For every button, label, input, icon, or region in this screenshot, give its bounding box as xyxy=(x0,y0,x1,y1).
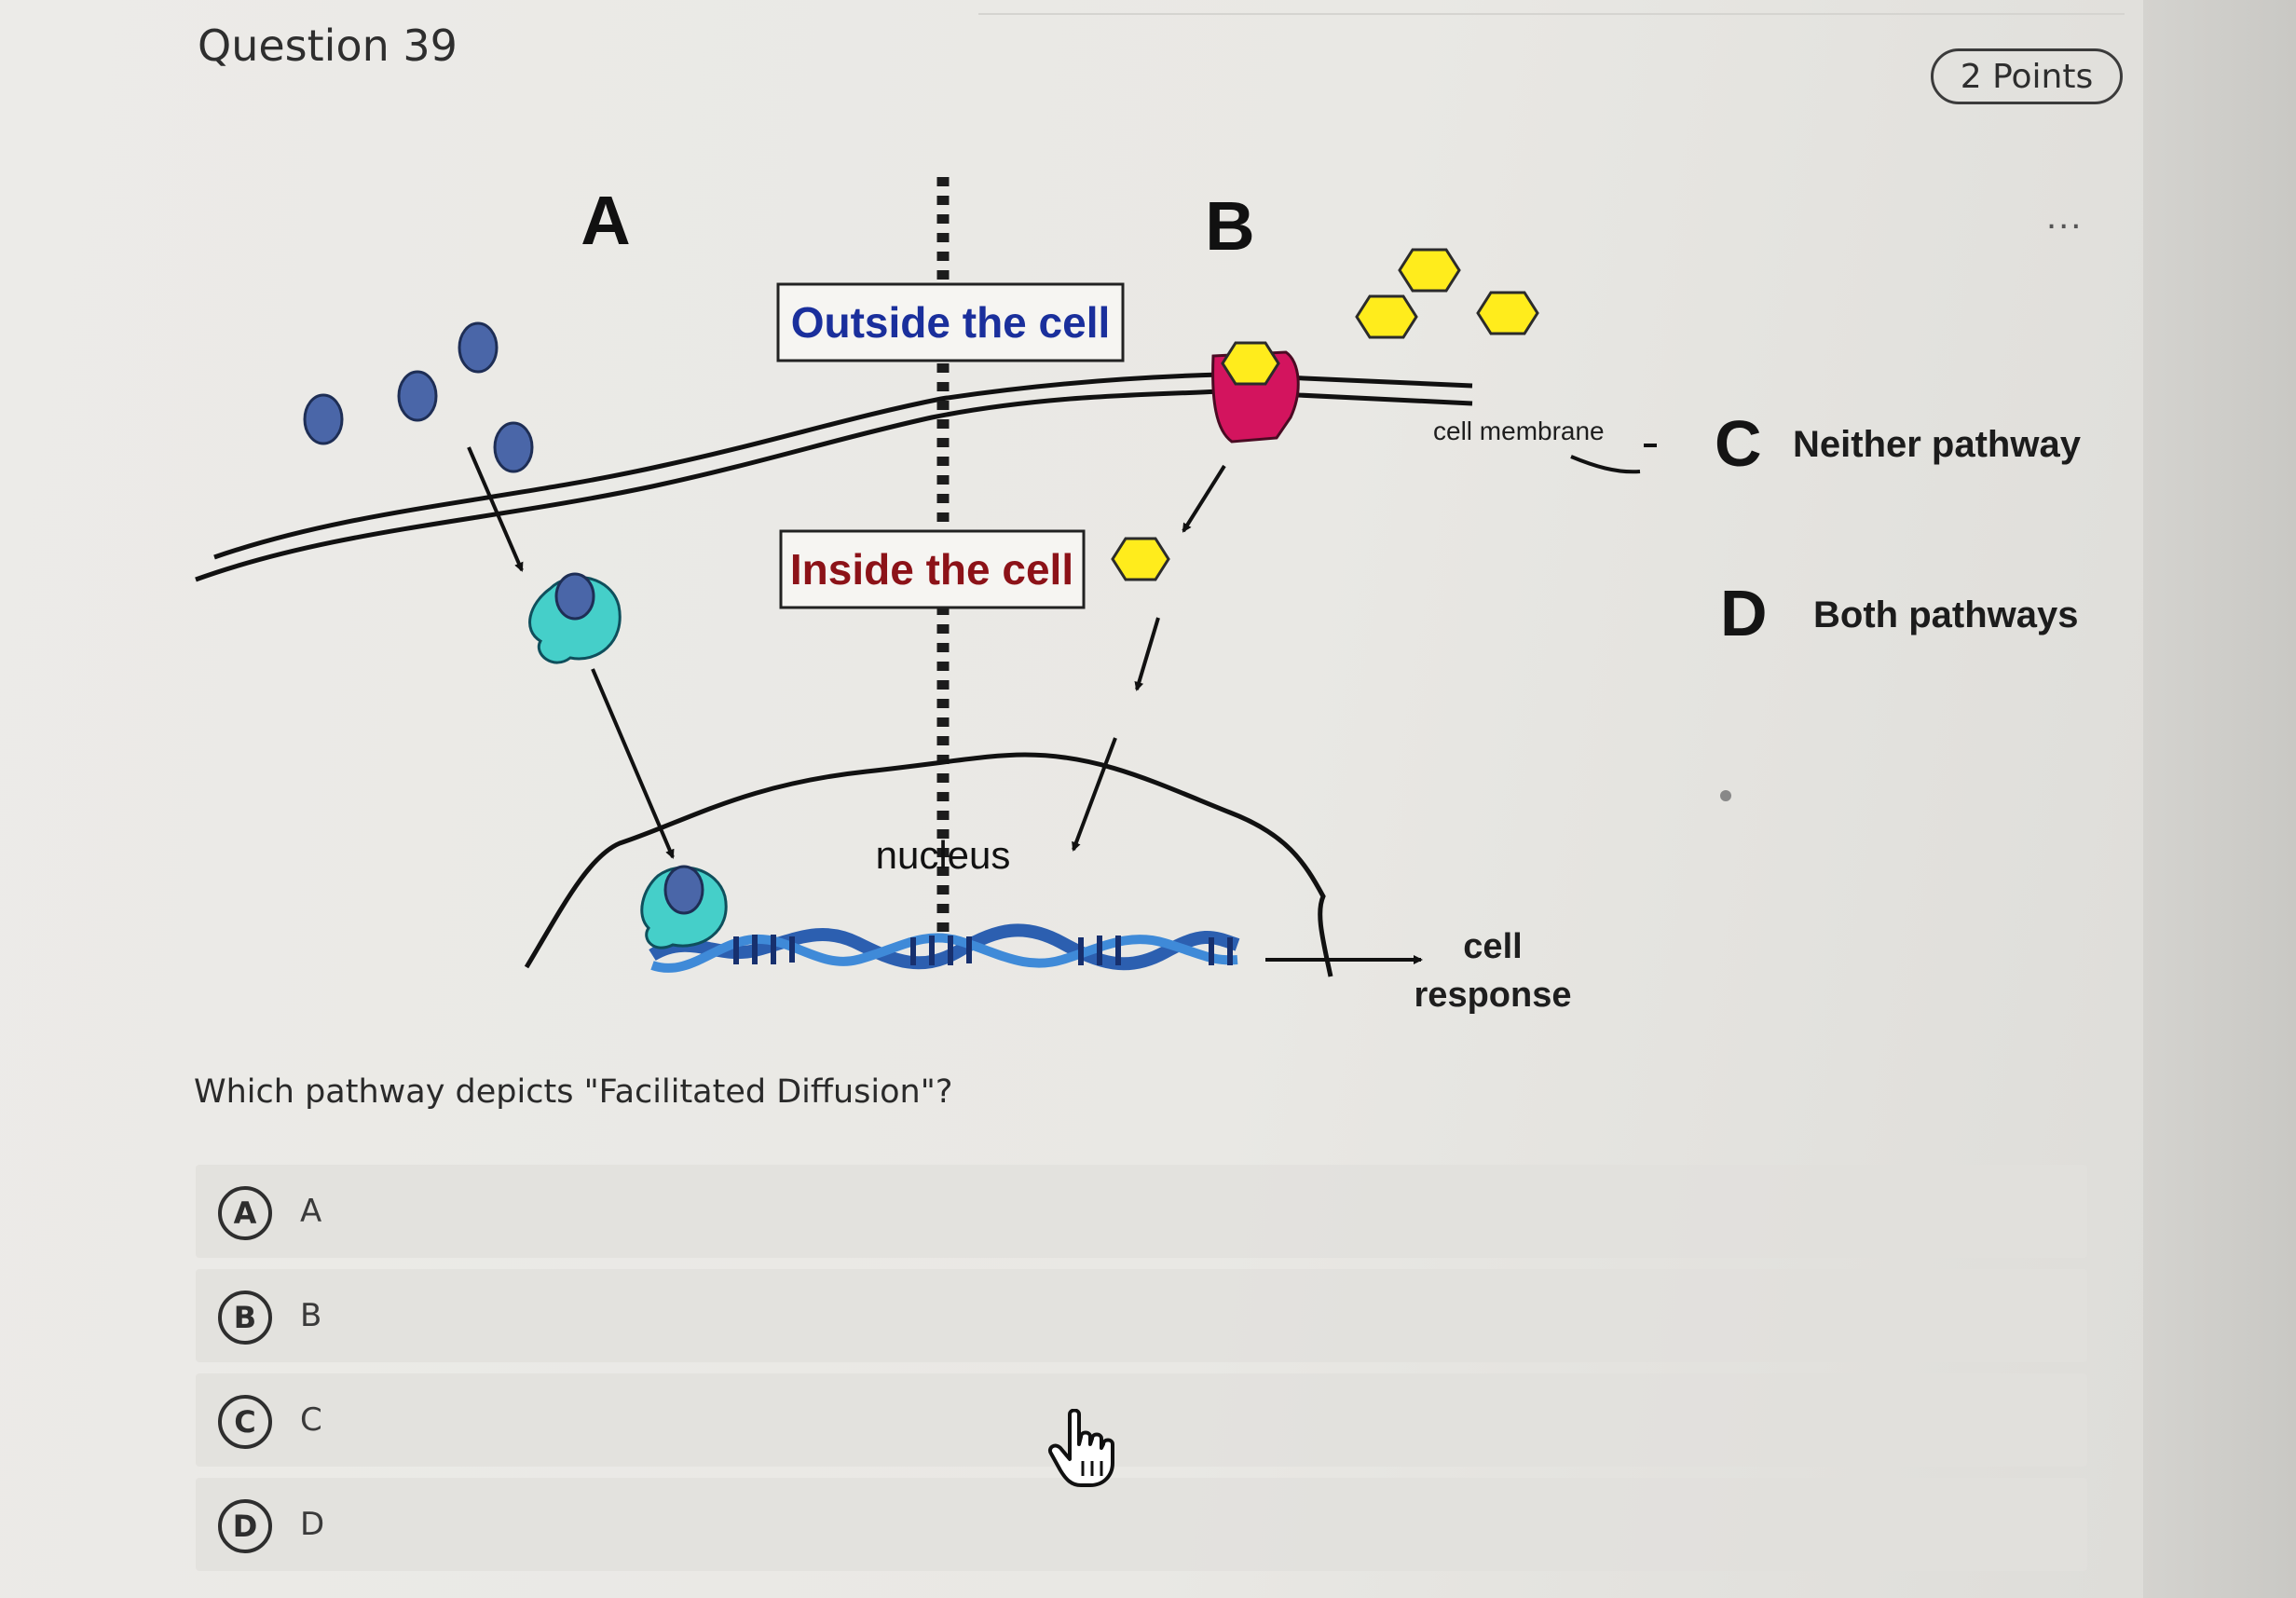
pathway-a-ligands xyxy=(303,321,534,473)
pathway-a-arrow xyxy=(467,446,524,572)
option-label: B xyxy=(300,1297,322,1334)
option-badge: C xyxy=(218,1395,272,1449)
question-prompt: Which pathway depicts "Facilitated Diffu… xyxy=(194,1073,953,1111)
outside-cell-label: Outside the cell xyxy=(791,298,1111,347)
pathway-b-arrow xyxy=(1072,737,1117,852)
ligand-b-molecule xyxy=(1355,294,1418,339)
cell-membrane xyxy=(195,372,1657,582)
divider xyxy=(978,13,2125,15)
pathway-a-arrow xyxy=(591,668,675,859)
ligand-b-molecule xyxy=(1398,248,1461,293)
nucleus-label: nucleus xyxy=(876,833,1011,877)
ligand-a-molecule xyxy=(303,393,344,445)
ligand-b-molecule xyxy=(1476,291,1539,335)
outside-cell-box: Outside the cell xyxy=(776,282,1125,362)
cell-membrane-label: cell membrane xyxy=(1433,417,1605,445)
cell-response-label-line1: cell xyxy=(1463,927,1522,966)
carrier-protein xyxy=(528,572,622,664)
key-c-letter: C xyxy=(1715,407,1762,480)
key-d-text: Both pathways xyxy=(1813,594,2078,635)
page-edge xyxy=(2143,0,2296,1598)
pathway-b-arrow xyxy=(1182,464,1226,533)
option-label: A xyxy=(300,1193,322,1230)
pathway-b-ligands xyxy=(1355,248,1539,339)
inside-cell-label: Inside the cell xyxy=(790,545,1073,594)
answer-option-c[interactable]: C C xyxy=(196,1373,2087,1467)
option-badge: D xyxy=(218,1499,272,1553)
ligand-a-molecule xyxy=(458,321,499,374)
ligand-a-molecule xyxy=(397,370,438,422)
option-label: C xyxy=(300,1401,322,1439)
pathway-b-arrow xyxy=(1134,617,1160,691)
points-badge: 2 Points xyxy=(1931,48,2123,104)
carrier-protein-bound xyxy=(640,865,728,949)
ligand-b-internalized xyxy=(1111,537,1170,581)
dna-helix xyxy=(649,923,1240,973)
option-badge: A xyxy=(218,1186,272,1240)
answer-option-d[interactable]: D D xyxy=(196,1478,2087,1571)
pathway-diagram: A B Outside the cell Inside the cell xyxy=(195,177,2082,1015)
answer-option-a[interactable]: A A xyxy=(196,1165,2087,1258)
ligand-a-molecule xyxy=(493,421,534,473)
membrane-receptor xyxy=(1211,341,1300,444)
hand-pointer-icon xyxy=(1048,1409,1114,1487)
pathway-a-label: A xyxy=(581,182,630,259)
question-title: Question 39 xyxy=(198,20,458,71)
cell-response-label-line2: response xyxy=(1414,976,1572,1015)
pathway-b-label: B xyxy=(1205,187,1254,265)
option-label: D xyxy=(300,1506,325,1543)
answer-option-b[interactable]: B B xyxy=(196,1269,2087,1362)
key-d-letter: D xyxy=(1720,577,1768,649)
nucleus: nucleus xyxy=(524,752,1333,977)
key-c-text: Neither pathway xyxy=(1793,424,2082,465)
option-badge: B xyxy=(218,1291,272,1345)
inside-cell-box: Inside the cell xyxy=(779,529,1086,609)
stray-dot xyxy=(1720,790,1731,801)
